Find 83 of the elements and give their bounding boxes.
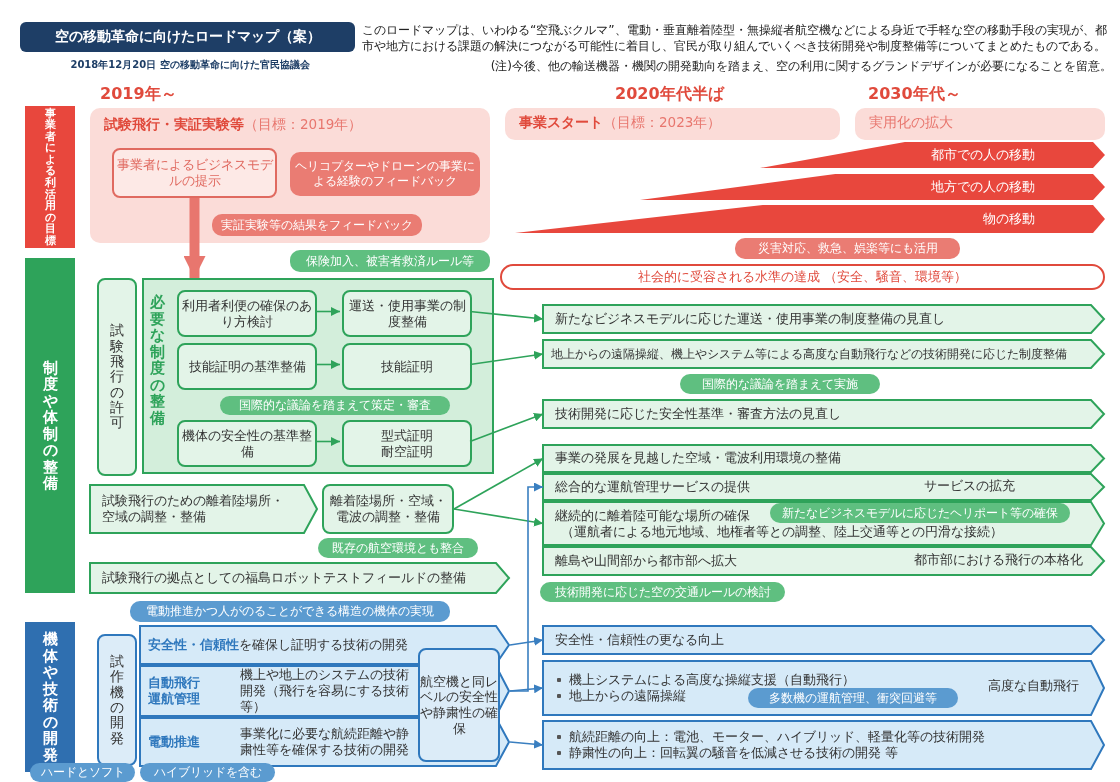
description-text: このロードマップは、いわゆる“空飛ぶクルマ”、電動・垂直離着陸型・無操縦者航空機などによる身近で手軽な空の移動手段の実現が、都市や地方における課題の解決につながる可能性に着目し、官民が取り組んでいくべき技術開発や制度整備等についてまとめたものである。 — [362, 22, 1108, 54]
node-text: 耐空証明 — [381, 443, 433, 460]
arrow — [183, 198, 206, 278]
callout-bubble: 災害対応、救急、娯楽等にも活用 — [735, 238, 960, 259]
phase-panel: 事業スタート（目標：2023年） — [505, 108, 840, 140]
callout-bubble: ヘリコプターやドローンの事業による経験のフィードバック — [290, 152, 480, 196]
node-text: 都市部における飛行の本格化 — [914, 552, 1083, 569]
node-text: 航続距離の向上：電池、モーター、ハイブリッド、軽量化等の技術開発 — [555, 729, 985, 745]
arrow — [314, 360, 341, 369]
arrow — [453, 457, 544, 510]
phase-panel — [90, 108, 490, 243]
callout-bubble: 既存の航空環境とも整合 — [318, 538, 478, 558]
process-box: 運送・使用事業の制度整備 — [342, 290, 472, 337]
node-text: （運航者による地元地域、地権者等との調整、陸上交通等との円滑な接続） — [560, 523, 1003, 540]
phase-panel: 実用化の拡大 — [855, 108, 1105, 140]
arrow — [453, 508, 544, 527]
node-text: 静粛性の向上：回転翼の騒音を低減させる技術の開発 等 — [555, 745, 898, 761]
process-box: 航空機と同レベルの安全性や静粛性の確保 — [418, 648, 500, 762]
roadmap-bar: 安全性・信頼性の更なる向上 — [543, 625, 1105, 655]
callout-bubble: 国際的な議論を踏まえて実施 — [680, 374, 880, 394]
callout-bubble: 電動推進かつ人がのることができる構造の機体の実現 — [130, 601, 450, 622]
panel-title: 試験飛行・実証実験等（目標：2019年） — [104, 116, 363, 133]
year-heading: 2019年～ — [100, 84, 177, 105]
node-text: 型式証明 — [381, 427, 433, 444]
node-text: 事業化に必要な航続距離や静粛性等を確保する技術の開発 — [240, 725, 410, 759]
callout-bubble: ハードとソフト — [30, 763, 135, 782]
callout-bubble: 技術開発に応じた空の交通ルールの検討 — [540, 582, 785, 602]
node-text: 離島や山間部から都市部へ拡大 — [555, 552, 737, 570]
roadmap-bar: 新たなビジネスモデルに応じた運送・使用事業の制度整備の見直し — [543, 304, 1105, 334]
row-header: 事業者による利活用の目標 — [25, 106, 75, 248]
arrow-band: 試験飛行の拠点としての福島ロボットテストフィールドの整備 — [90, 562, 510, 594]
node-text: 継続的に離着陸可能な場所の確保 — [555, 507, 750, 524]
arrow-band: 安全性・信頼性を確保し証明する技術の開発 — [140, 625, 510, 665]
arrow — [509, 482, 544, 692]
callout-bubble: 多数機の運航管理、衝突回避等 — [748, 688, 958, 708]
process-box: 技能証明の基準整備 — [177, 343, 317, 390]
roadmap-bar — [543, 660, 1105, 716]
node-text: 地上からの遠隔操縦 — [555, 688, 686, 704]
process-box — [342, 420, 472, 467]
arrow — [314, 307, 341, 316]
footnote: (注)今後、他の輸送機器・機関の開発動向を踏まえ、空の利用に関するグランドデザインが必要になることを留意。 — [489, 58, 1112, 75]
node-text: サービスの拡充 — [924, 478, 1015, 495]
node-text: 運航管理 — [148, 691, 201, 708]
node-text: 自動飛行 — [148, 674, 201, 691]
date-note: 2018年12月20日 空の移動革命に向けた官民協議会 — [69, 58, 311, 72]
row-header: 制度や体制の整備 — [25, 258, 75, 593]
callout-bubble: 国際的な議論を踏まえて策定・審査 — [220, 396, 450, 415]
callout-bubble: 新たなビジネスモデルに応じたヘリポート等の確保 — [770, 503, 1070, 523]
callout-bubble: 保険加入、被害者救済ルール等 — [290, 250, 490, 272]
year-heading: 2020年代半ば — [615, 84, 724, 105]
roadmap-bar — [543, 501, 1105, 546]
roadmap-bar — [543, 546, 1105, 576]
system-panel — [142, 278, 494, 474]
process-box: 離着陸場所・空域・電波の調整・整備 — [322, 484, 454, 534]
node-text: 総合的な運航管理サービスの提供 — [555, 478, 750, 496]
node-text: 機上や地上のシステムの技術開発（飛行を容易にする技術等） — [240, 666, 410, 716]
panel-title: 必要な制度の整備 — [149, 294, 166, 426]
arrow — [469, 412, 544, 443]
arrow — [469, 310, 544, 323]
process-box: 利用者利便の確保のあり方検討 — [177, 290, 317, 337]
callout-bubble: ハイブリッドを含む — [140, 763, 275, 782]
year-heading: 2030年代～ — [868, 84, 961, 105]
roadmap-bar — [543, 473, 1105, 501]
node-text: 電動推進 — [148, 733, 201, 751]
process-box: 事業者によるビジネスモデルの提示 — [112, 148, 277, 198]
roadmap-bar: 事業の発展を見越した空域・電波利用環境の整備 — [543, 444, 1105, 473]
node-text: 高度な自動飛行 — [988, 678, 1079, 694]
process-box: 試験飛行の許可 — [97, 278, 137, 476]
callout-bubble: 実証実験等の結果をフィードバック — [212, 214, 422, 236]
arrow — [509, 636, 544, 646]
arrow — [469, 350, 544, 366]
expansion-band: 都市での人の移動 — [760, 142, 1105, 168]
roadmap-bar: 技術開発に応じた安全性基準・審査方法の見直し — [543, 399, 1105, 429]
process-box: 機体の安全性の基準整備 — [177, 420, 317, 467]
arrow — [314, 437, 341, 446]
title-banner: 空の移動革命に向けたロードマップ（案） — [20, 22, 355, 52]
goal-banner: 社会的に受容される水準の達成 （安全、騒音、環境等） — [500, 264, 1105, 290]
process-box: 技能証明 — [342, 343, 472, 390]
arrow — [509, 739, 544, 749]
arrow-band: 試験飛行のための離着陸場所・空域の調整・整備 — [90, 484, 318, 534]
roadmap-bar: 地上からの遠隔操縦、機上やシステム等による高度な自動飛行などの技術開発に応じた制度整備 — [543, 339, 1105, 369]
process-box: 試作機の開発 — [97, 634, 137, 766]
roadmap-bar — [543, 720, 1105, 770]
